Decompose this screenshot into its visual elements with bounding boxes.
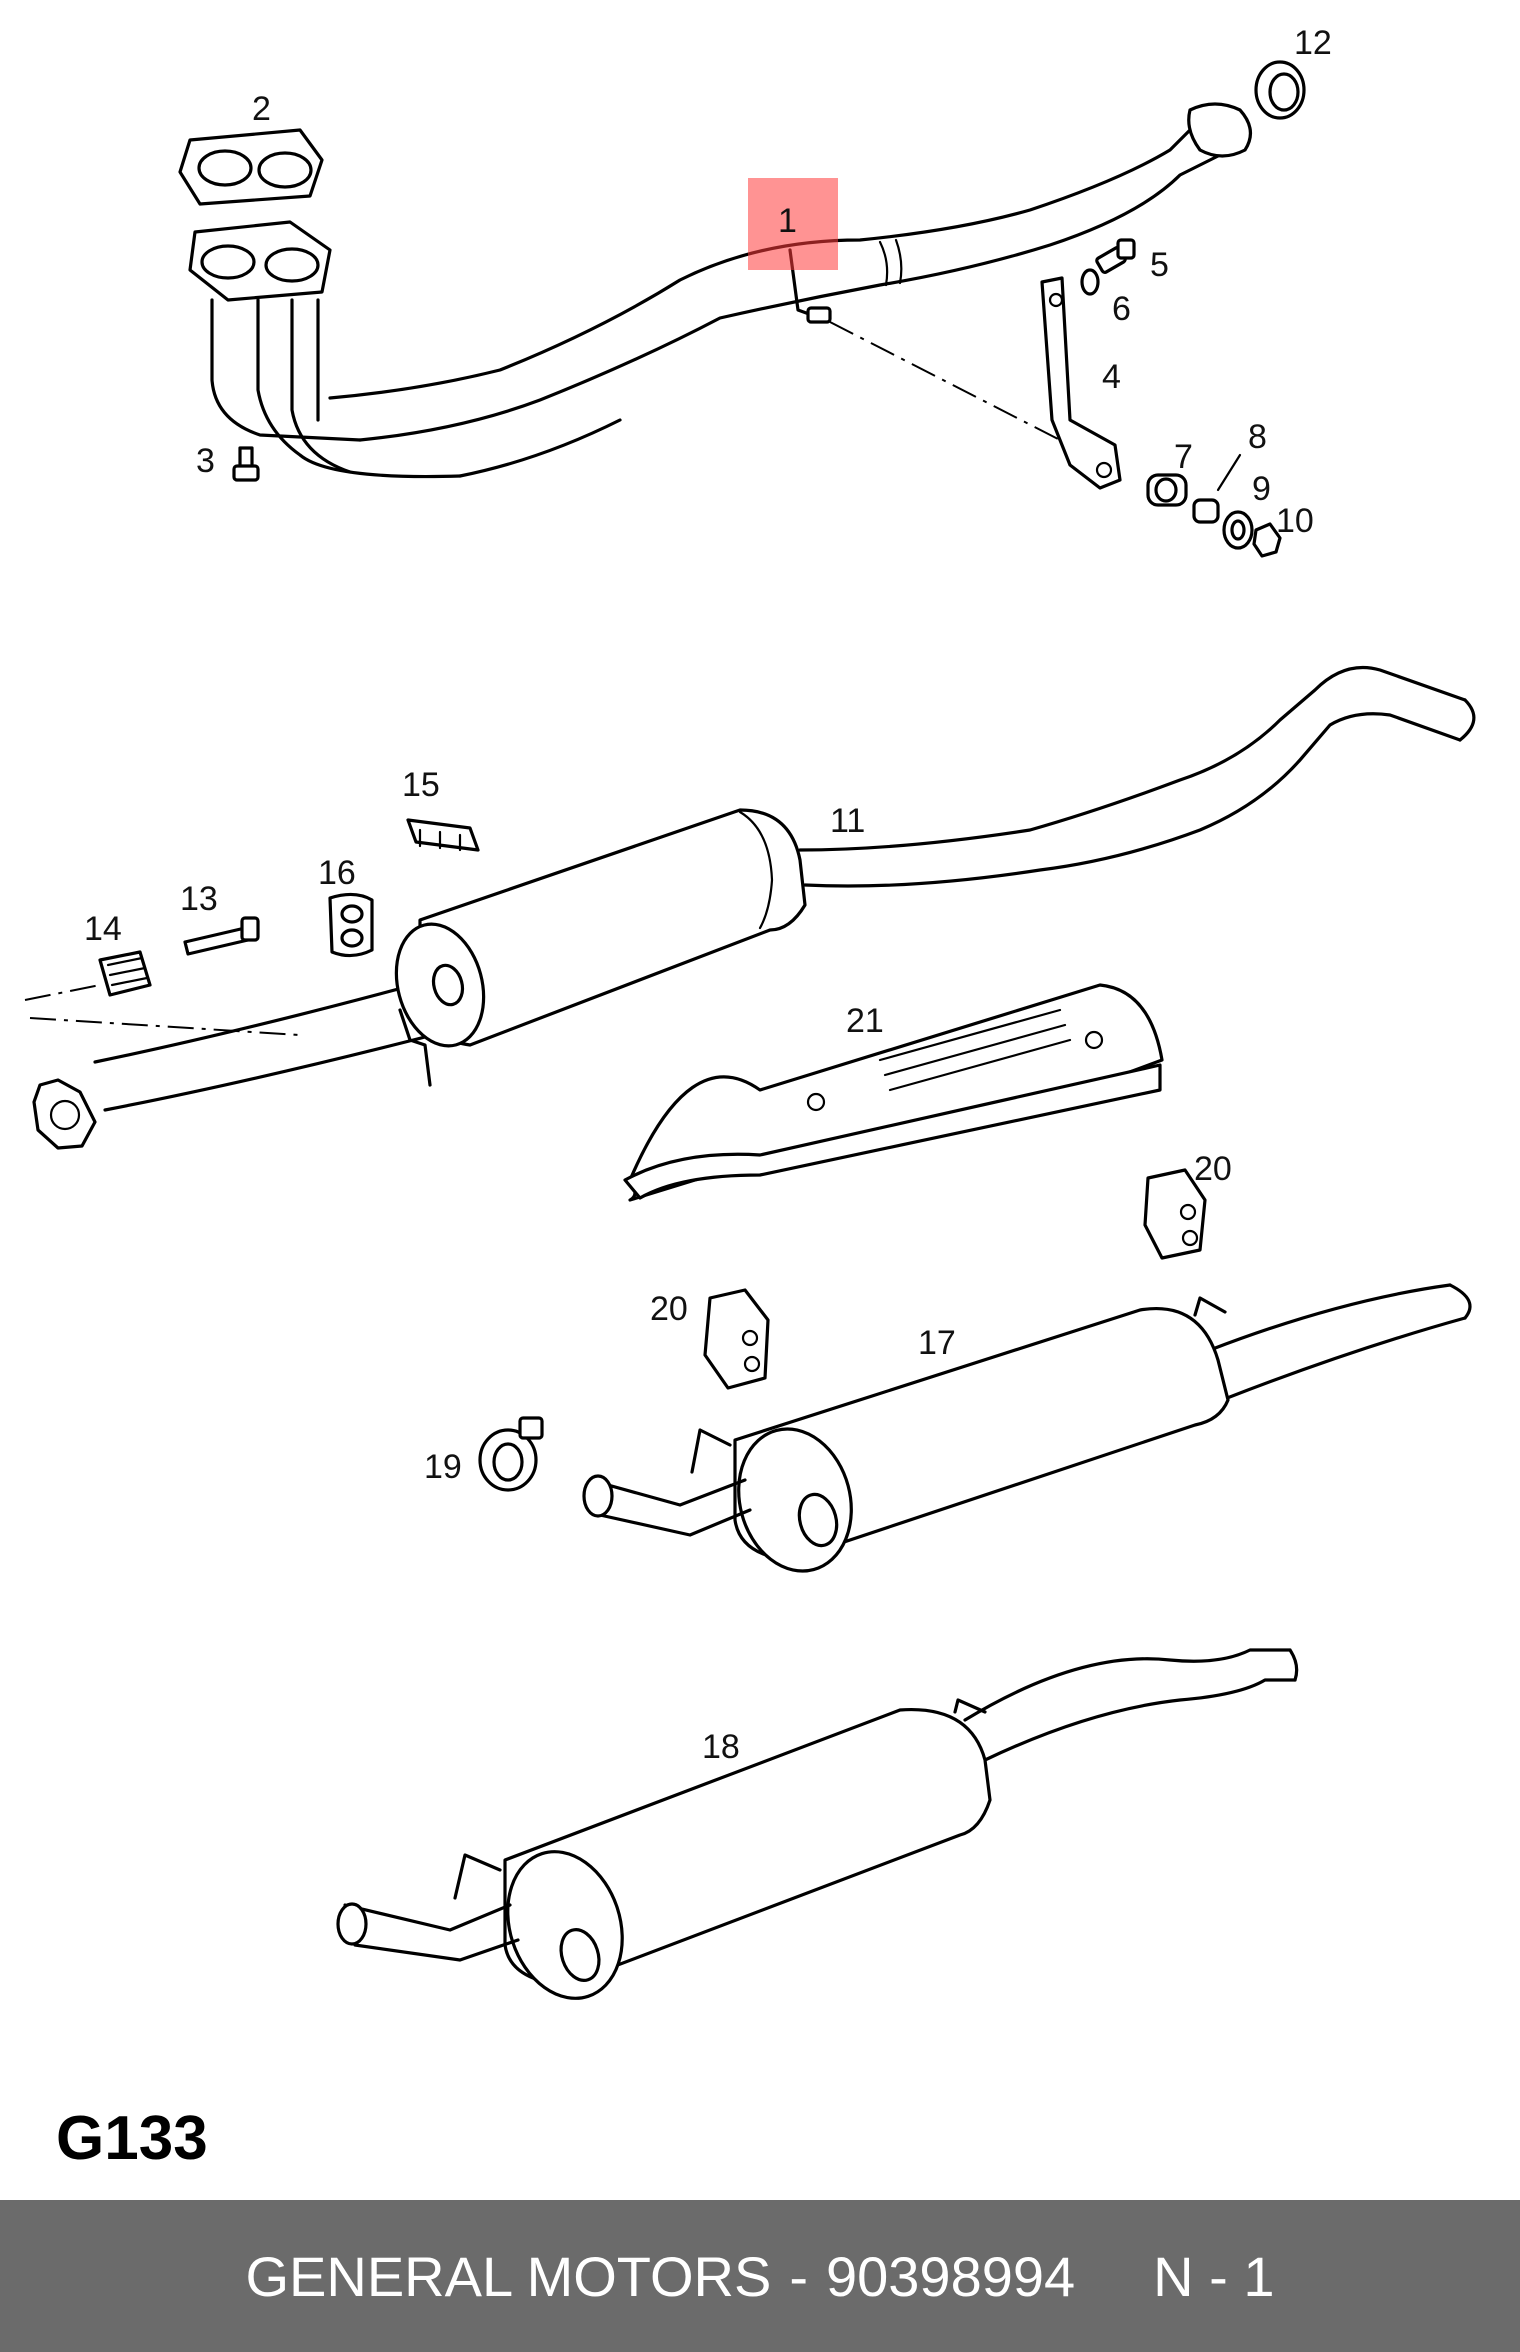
footer-position: N - 1	[1153, 2244, 1275, 2308]
footer-separator: -	[789, 2244, 808, 2308]
callout-7: 7	[1174, 438, 1193, 476]
callout-10: 10	[1276, 502, 1314, 540]
callout-12: 12	[1294, 24, 1332, 62]
lock-washer	[1080, 268, 1100, 296]
callout-2: 2	[252, 90, 271, 128]
callout-20-lower: 20	[650, 1290, 688, 1328]
callout-3: 3	[196, 442, 215, 480]
pipe-clamp	[478, 1416, 544, 1492]
mounting-bracket	[1040, 276, 1122, 490]
callout-17: 17	[918, 1324, 956, 1362]
callout-15: 15	[402, 766, 440, 804]
callout-9: 9	[1252, 470, 1271, 508]
callout-21: 21	[846, 1002, 884, 1040]
callout-18: 18	[702, 1728, 740, 1766]
callout-13: 13	[180, 880, 218, 918]
retaining-clip	[406, 818, 480, 852]
bracket-screw	[1095, 238, 1136, 274]
flange-bolt	[232, 446, 260, 482]
heat-shield	[623, 983, 1164, 1202]
washer	[1222, 510, 1254, 550]
callout-5: 5	[1150, 246, 1169, 284]
rubber-mount-lower	[703, 1288, 770, 1390]
tension-spring	[98, 950, 152, 997]
exhaust-system-diagram: 1 2 3 4 5 6 7 8 9 10 11 12 13 14 15 16 1…	[24, 24, 1476, 2000]
footer-part-number: 90398994	[826, 2244, 1076, 2308]
front-exhaust-pipe	[188, 102, 1252, 479]
center-muffler-pipe	[32, 665, 1476, 1150]
callout-19: 19	[424, 1448, 462, 1486]
clamp-bolt	[183, 916, 260, 956]
rubber-mount-upper	[1143, 1168, 1207, 1260]
rubber-bushing	[1146, 473, 1188, 507]
leader-line-8	[1216, 453, 1242, 492]
callout-20-upper: 20	[1194, 1150, 1232, 1188]
callout-4: 4	[1102, 358, 1121, 396]
diagram-code: G133	[56, 2104, 208, 2173]
seal-ring	[1254, 60, 1306, 120]
footer-brand: GENERAL MOTORS	[245, 2244, 772, 2308]
rear-muffler-17	[582, 1283, 1472, 1573]
pipe-gasket	[328, 892, 374, 958]
callout-1: 1	[778, 202, 797, 240]
manifold-gasket	[178, 128, 324, 206]
callout-11: 11	[830, 802, 865, 840]
nut	[1252, 522, 1282, 558]
callout-16: 16	[318, 854, 356, 892]
callout-6: 6	[1112, 290, 1131, 328]
highlighted-part-marker	[748, 178, 838, 270]
footer-bar: GENERAL MOTORS - 90398994 N - 1	[0, 2200, 1520, 2352]
callout-14: 14	[84, 910, 122, 948]
rear-muffler-18	[336, 1648, 1299, 2000]
spacer-sleeve	[1192, 498, 1220, 524]
callout-8: 8	[1248, 418, 1267, 456]
